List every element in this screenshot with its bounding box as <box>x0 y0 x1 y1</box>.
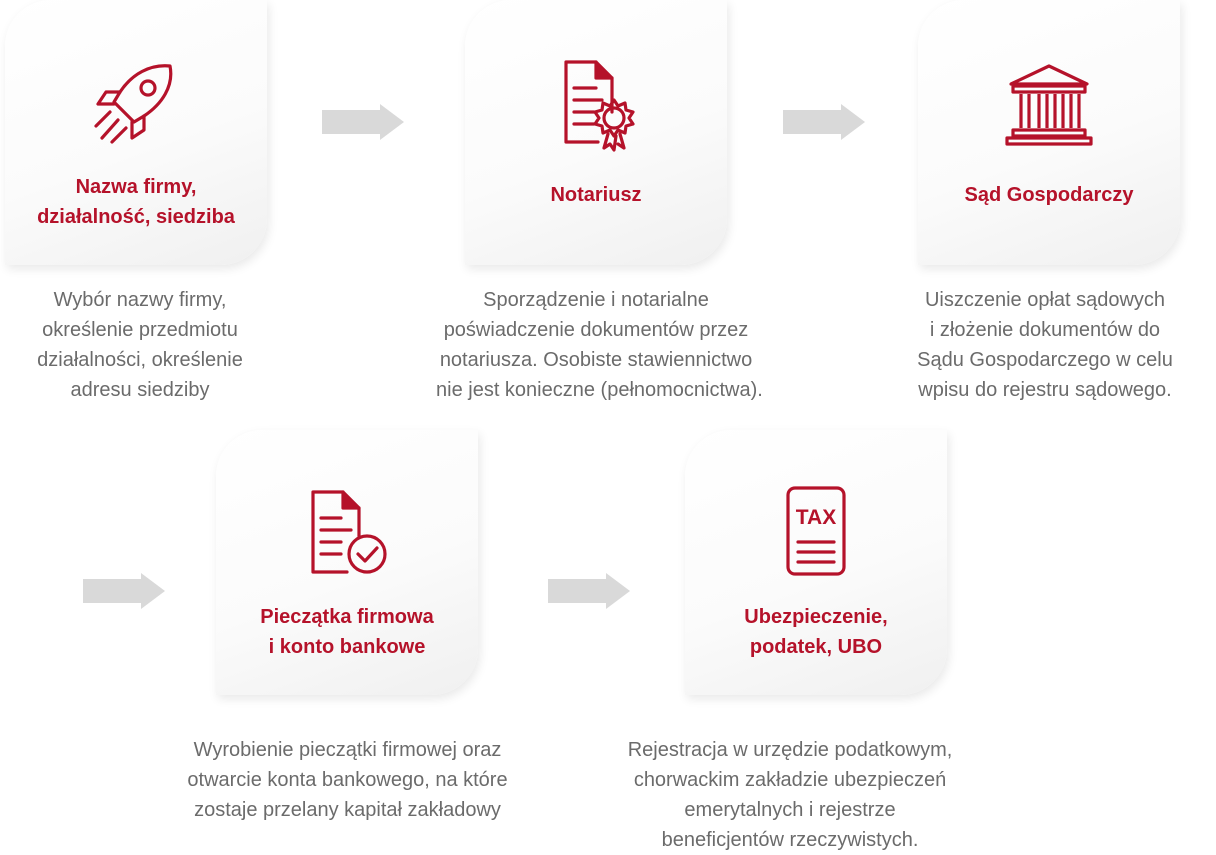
rocket-icon <box>5 52 267 152</box>
document-check-icon <box>216 482 478 582</box>
step-card-company-name: Nazwa firmy, działalność, siedziba <box>5 0 267 265</box>
step-card-insurance-tax: TAX Ubezpieczenie, podatek, UBO <box>685 430 947 695</box>
desc-line: Wyrobienie pieczątki firmowej oraz <box>193 739 502 761</box>
step-title-line: Sąd Gospodarczy <box>964 184 1134 206</box>
step-title-line: Nazwa firmy, <box>75 176 197 198</box>
arrow-right-icon <box>783 104 865 140</box>
step-description: Sporządzenie i notarialne poświadczenie … <box>436 285 763 405</box>
step-card-notary: Notariusz <box>465 0 727 265</box>
desc-line: nie jest konieczne (pełnomocnictwa). <box>436 379 763 401</box>
tax-document-icon: TAX <box>685 482 947 582</box>
desc-line: Rejestracja w urzędzie podatkowym, <box>627 739 953 761</box>
desc-line: Uiszczenie opłat sądowych <box>924 289 1166 311</box>
step-description: Wybór nazwy firmy, określenie przedmiotu… <box>0 285 280 405</box>
desc-line: otwarcie konta bankowego, na które <box>187 769 508 791</box>
step-card-stamp-bank: Pieczątka firmowa i konto bankowe <box>216 430 478 695</box>
desc-line: adresu siedziby <box>70 379 210 401</box>
desc-line: określenie przedmiotu <box>42 319 238 341</box>
courthouse-icon <box>918 52 1180 152</box>
desc-line: Wybór nazwy firmy, <box>53 289 227 311</box>
tax-label: TAX <box>796 506 836 529</box>
desc-line: poświadczenie dokumentów przez <box>443 319 749 341</box>
arrow-right-icon <box>322 104 404 140</box>
step-description: Rejestracja w urzędzie podatkowym, chorw… <box>610 735 970 855</box>
step-title-line: Notariusz <box>550 184 642 206</box>
step-title-line: podatek, UBO <box>749 636 883 658</box>
desc-line: emerytalnych i rejestrze <box>684 799 896 821</box>
arrow-right-icon <box>548 573 630 609</box>
step-title-line: działalność, siedziba <box>37 206 235 228</box>
step-title-line: i konto bankowe <box>268 636 426 658</box>
desc-line: chorwackim zakładzie ubezpieczeń <box>633 769 947 791</box>
desc-line: beneficjentów rzeczywistych. <box>661 829 919 851</box>
step-description: Uiszczenie opłat sądowych i złożenie dok… <box>880 285 1210 405</box>
step-description: Wyrobienie pieczątki firmowej oraz otwar… <box>175 735 520 825</box>
desc-line: zostaje przelany kapitał zakładowy <box>194 799 501 821</box>
step-title-line: Ubezpieczenie, <box>744 606 888 628</box>
desc-line: i złożenie dokumentów do <box>929 319 1161 341</box>
desc-line: Sądu Gospodarczego w celu <box>917 349 1173 371</box>
desc-line: Sporządzenie i notarialne <box>483 289 709 311</box>
step-card-commercial-court: Sąd Gospodarczy <box>918 0 1180 265</box>
desc-line: wpisu do rejestru sądowego. <box>918 379 1172 401</box>
desc-line: notariusza. Osobiste stawiennictwo <box>439 349 753 371</box>
certificate-document-icon <box>465 52 727 152</box>
desc-line: działalności, określenie <box>37 349 243 371</box>
step-title-line: Pieczątka firmowa <box>260 606 434 628</box>
arrow-right-icon <box>83 573 165 609</box>
